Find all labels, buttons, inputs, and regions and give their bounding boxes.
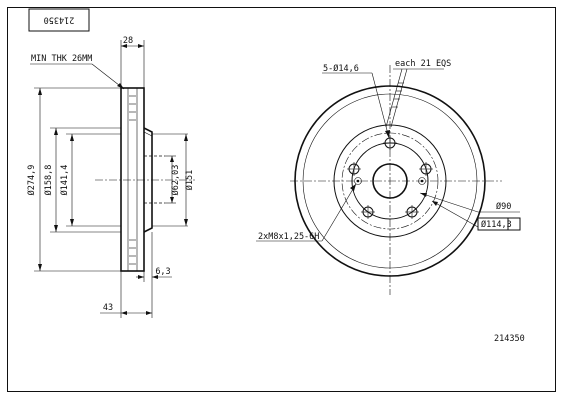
part-number-box: 214350	[28, 8, 90, 32]
bolt-holes	[347, 136, 433, 219]
dim-hat-thickness: 6,3	[155, 267, 170, 277]
part-number-label: 214350	[494, 334, 525, 344]
dim-dia-inner: Ø141,4	[59, 165, 70, 196]
dim-overall-height: 43	[103, 303, 113, 313]
side-view: Ø274,9 Ø158,8 Ø141,4 Ø62,03 Ø151 28	[26, 36, 195, 318]
drawing-frame	[7, 7, 556, 392]
threads-label: 2xM8x1,25-6H	[258, 232, 319, 242]
dim-dia-hat: Ø158,8	[43, 165, 54, 196]
threaded-holes	[354, 177, 426, 185]
dim-dia-hub: Ø151	[184, 170, 195, 190]
dim-dia-outer: Ø274,9	[26, 165, 37, 196]
dim-pcd: Ø114,3	[481, 219, 512, 230]
vent-hatching	[129, 95, 136, 265]
dim-pcd-box	[477, 217, 521, 231]
part-number-box-text: 214350	[44, 15, 75, 25]
bolt-holes-label: 5-Ø14,6	[323, 63, 359, 74]
dim-width-top: 28	[123, 36, 133, 46]
vents-label: each 21 EQS	[395, 59, 451, 69]
min-thickness-label: MIN THK 26MM	[31, 54, 92, 64]
dim-dia-center: Ø90	[496, 201, 511, 212]
front-view: 5-Ø14,6 each 21 EQS 2xM8x1,25-6H Ø90 Ø11…	[256, 59, 521, 295]
dim-dia-bore: Ø62,03	[170, 165, 181, 196]
